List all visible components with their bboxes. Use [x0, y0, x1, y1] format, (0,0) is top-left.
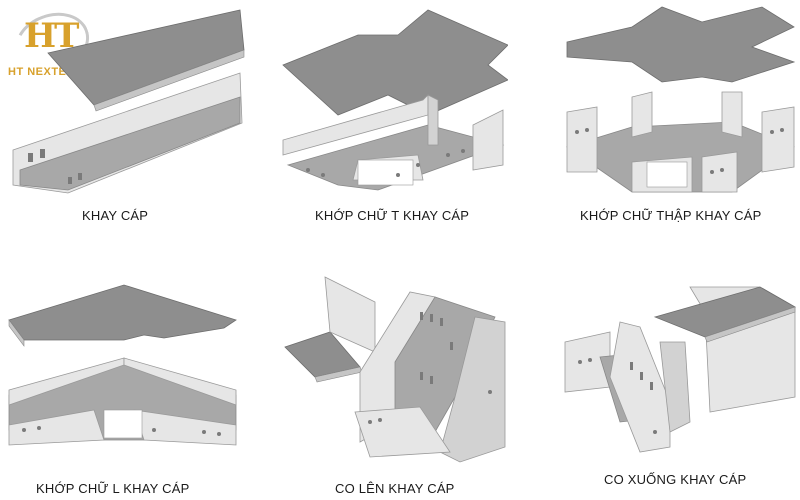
caption-tee-joint: KHỚP CHỮ T KHAY CÁP [315, 208, 470, 223]
tee-joint-illustration [282, 9, 508, 191]
caption-elbow-joint: KHỚP CHỮ L KHAY CÁP [36, 481, 190, 496]
brand-logo: HT HT NEXTECH [4, 2, 104, 84]
caption-riser-up: CO LÊN KHAY CÁP [335, 481, 455, 496]
caption-riser-down: CO XUỐNG KHAY CÁP [604, 472, 747, 487]
cross-joint-illustration [566, 6, 796, 193]
elbow-joint-illustration [8, 284, 237, 446]
riser-up-illustration [284, 276, 506, 463]
riser-down-illustration [564, 286, 796, 453]
straight-tray-illustration [12, 9, 245, 194]
caption-cross-joint: KHỚP CHỮ THẬP KHAY CÁP [580, 208, 762, 223]
caption-khay-cap: KHAY CÁP [82, 208, 149, 223]
